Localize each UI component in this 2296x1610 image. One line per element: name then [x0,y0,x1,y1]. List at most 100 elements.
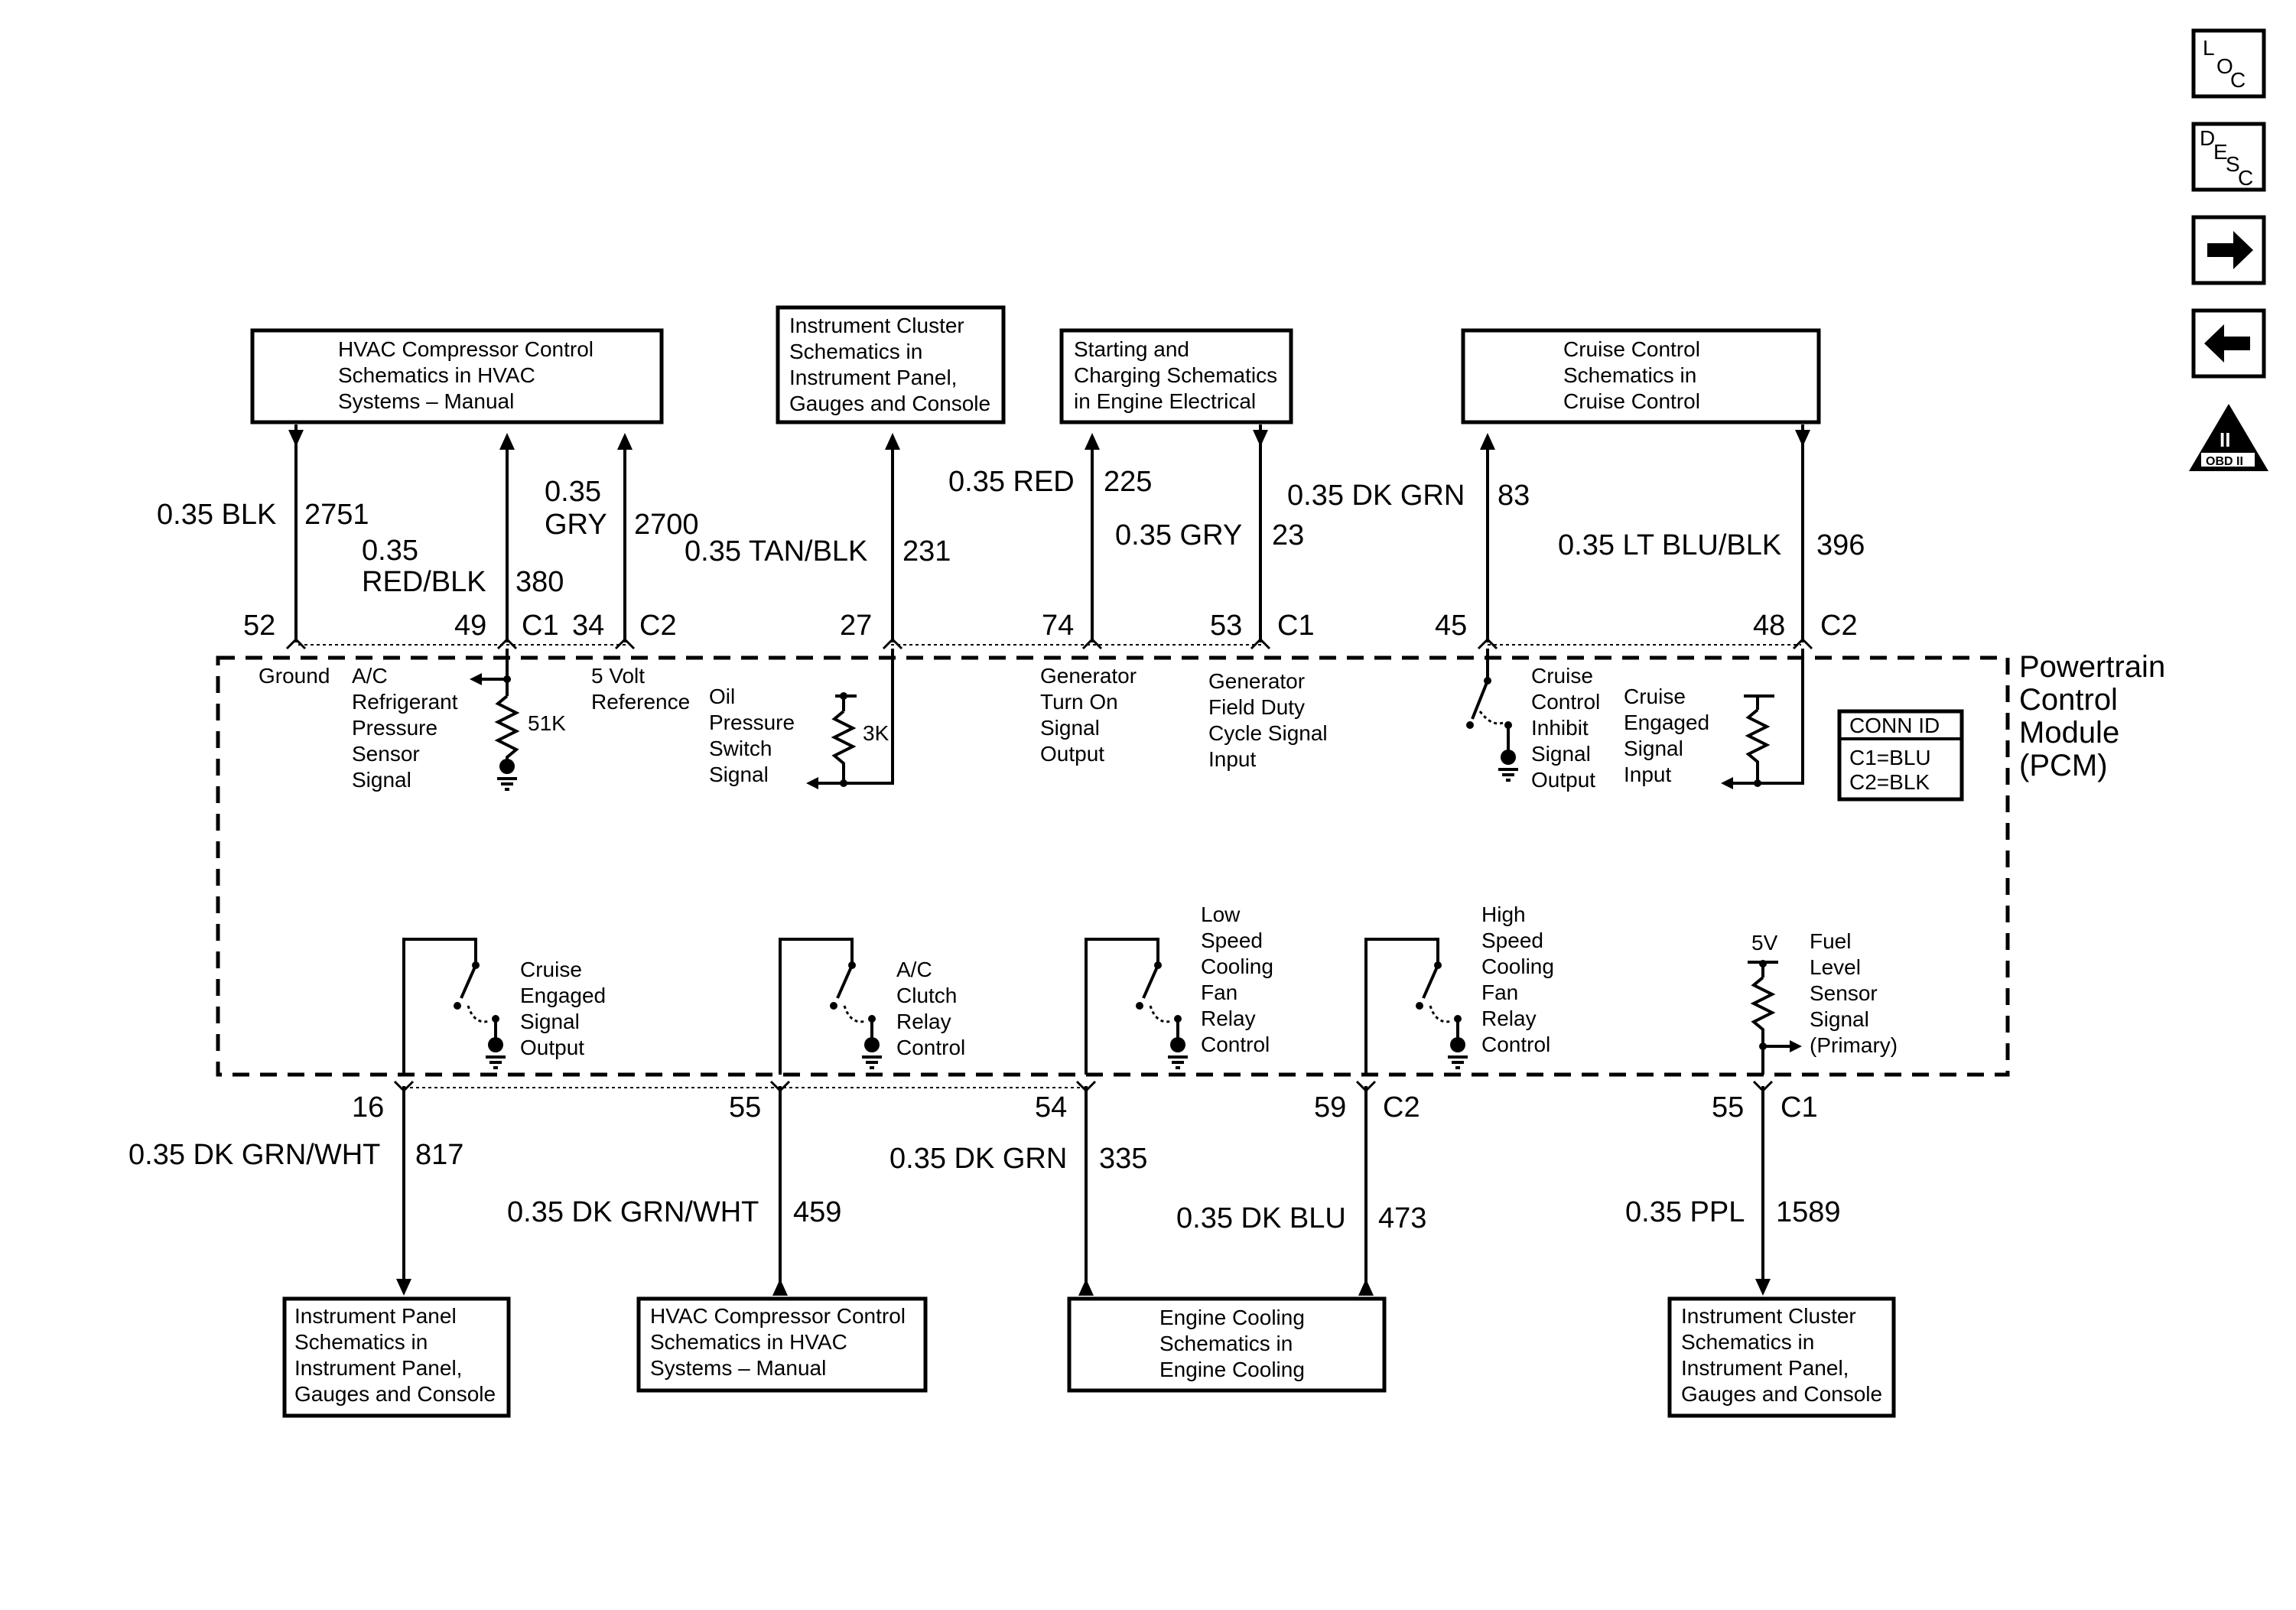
svg-text:Engine Cooling: Engine Cooling [1159,1306,1305,1329]
svg-text:55: 55 [729,1091,761,1124]
svg-text:23: 23 [1272,519,1304,551]
svg-text:Cruise: Cruise [1624,685,1686,708]
svg-text:Systems – Manual: Systems – Manual [338,389,514,413]
arrow-right-icon [2207,231,2253,269]
svg-text:HVAC Compressor Control: HVAC Compressor Control [650,1304,906,1328]
svg-text:Reference: Reference [591,690,690,714]
svg-text:A/C: A/C [896,958,932,981]
wire-1589: 55 C1 0.35 PPL 1589 [1625,1080,1841,1296]
wire-817: 16 0.35 DK GRN/WHT 817 [128,1080,463,1296]
svg-text:Field Duty: Field Duty [1208,695,1305,719]
svg-text:Signal: Signal [1810,1007,1869,1031]
svg-text:231: 231 [902,535,951,568]
cruise-engaged-input-circuit: Cruise Engaged Signal Input [1624,649,1804,789]
svg-text:0.35 DK GRN/WHT: 0.35 DK GRN/WHT [507,1196,759,1228]
svg-text:Output: Output [1040,742,1104,766]
top-box-cruise-control[interactable]: Cruise Control Schematics in Cruise Cont… [1461,328,1821,424]
svg-text:Signal: Signal [1624,737,1683,760]
svg-text:380: 380 [515,566,564,598]
svg-text:C1=BLU: C1=BLU [1849,746,1931,769]
svg-text:in Engine Electrical: in Engine Electrical [1074,389,1256,413]
svg-text:Pressure: Pressure [352,716,437,740]
low-speed-fan-relay-circuit: Low Speed Cooling Fan Relay Control [1085,903,1273,1075]
svg-text:Schematics in HVAC: Schematics in HVAC [650,1330,847,1354]
svg-text:0.35 DK GRN: 0.35 DK GRN [889,1143,1067,1175]
svg-text:HVAC Compressor Control: HVAC Compressor Control [338,337,594,361]
obd-ii-icon[interactable]: II OBD II [2189,404,2268,471]
svg-text:34: 34 [572,610,604,642]
svg-text:C2: C2 [639,610,677,642]
svg-text:0.35 DK BLU: 0.35 DK BLU [1176,1202,1346,1234]
svg-text:Fan: Fan [1481,981,1518,1004]
svg-text:C1: C1 [1277,610,1315,642]
svg-text:0.35 BLK: 0.35 BLK [157,499,276,531]
svg-text:Generator: Generator [1208,669,1305,693]
svg-text:Speed: Speed [1201,929,1263,952]
svg-text:54: 54 [1035,1091,1067,1124]
svg-text:Schematics in: Schematics in [1159,1332,1293,1355]
svg-text:C2: C2 [1383,1091,1420,1124]
svg-text:Inhibit: Inhibit [1531,716,1589,740]
svg-text:51K: 51K [528,711,566,735]
svg-text:Instrument Cluster: Instrument Cluster [1681,1304,1856,1328]
top-box-instrument-cluster[interactable]: Instrument Cluster Schematics in Instrum… [776,305,1006,424]
svg-text:Cooling: Cooling [1201,955,1273,978]
svg-text:0.35 DK GRN/WHT: 0.35 DK GRN/WHT [128,1139,380,1171]
bottom-box-instrument-cluster[interactable]: Instrument Cluster Schematics in Instrum… [1667,1296,1896,1418]
svg-text:Cruise Control: Cruise Control [1563,337,1700,361]
five-volt-reference-label: 5 Volt Reference [591,664,690,714]
pcm-boundary [216,655,2010,1077]
svg-text:0.35 DK GRN: 0.35 DK GRN [1287,480,1465,512]
svg-text:Pressure: Pressure [709,711,795,734]
svg-text:Refrigerant: Refrigerant [352,690,458,714]
svg-text:55: 55 [1712,1091,1744,1124]
svg-text:Control: Control [896,1036,965,1059]
top-box-hvac-compressor[interactable]: HVAC Compressor Control Schematics in HV… [250,328,664,424]
svg-text:0.35 PPL: 0.35 PPL [1625,1196,1745,1228]
svg-text:Fan: Fan [1201,981,1237,1004]
svg-text:Control: Control [1201,1033,1270,1056]
svg-text:Signal: Signal [709,763,769,786]
svg-text:74: 74 [1042,610,1074,642]
svg-text:2751: 2751 [304,499,369,531]
svg-text:Level: Level [1810,955,1861,979]
svg-text:48: 48 [1753,610,1785,642]
svg-text:C1: C1 [1781,1091,1818,1124]
svg-text:Systems – Manual: Systems – Manual [650,1356,826,1380]
svg-text:Instrument Panel,: Instrument Panel, [1681,1356,1849,1380]
bottom-box-instrument-panel[interactable]: Instrument Panel Schematics in Instrumen… [282,1296,511,1418]
svg-text:0.35 RED: 0.35 RED [948,466,1075,498]
svg-text:Charging Schematics: Charging Schematics [1074,363,1277,387]
svg-text:C2: C2 [1820,610,1858,642]
location-nav-button[interactable]: L O C [2191,28,2266,99]
svg-text:Engaged: Engaged [1624,711,1709,734]
svg-text:0.35: 0.35 [362,535,418,567]
svg-text:Gauges and Console: Gauges and Console [789,392,990,415]
svg-text:83: 83 [1498,480,1530,512]
svg-text:3K: 3K [863,721,889,745]
svg-text:Turn On: Turn On [1040,690,1118,714]
bottom-box-engine-cooling[interactable]: Engine Cooling Schematics in Engine Cool… [1067,1296,1387,1393]
svg-text:Relay: Relay [1201,1007,1256,1030]
generator-turn-on-label: Generator Turn On Signal Output [1040,664,1137,766]
description-nav-button[interactable]: D E S C [2191,122,2266,192]
svg-text:473: 473 [1378,1202,1426,1234]
prev-arrow-button[interactable] [2191,308,2266,379]
svg-text:II: II [2220,428,2230,451]
wire-2751: 0.35 BLK 2751 52 [157,424,369,650]
svg-text:Cruise: Cruise [1531,664,1593,688]
top-box-starting-charging[interactable]: Starting and Charging Schematics in Engi… [1059,328,1293,424]
svg-text:Schematics in: Schematics in [789,340,922,363]
wire-380: 0.35 RED/BLK 380 49 C1 [362,433,564,650]
fuel-level-sensor-circuit: 5V Fuel Level Sensor Signal (Primary) [1748,929,1898,1075]
svg-text:Signal: Signal [352,768,411,792]
next-arrow-button[interactable] [2191,215,2266,285]
svg-text:E: E [2213,140,2228,164]
svg-text:Clutch: Clutch [896,984,957,1007]
wire-231: 0.35 TAN/BLK 231 27 [685,433,951,650]
wire-83: 0.35 DK GRN 83 45 [1287,433,1530,650]
svg-text:16: 16 [352,1091,384,1124]
svg-text:Output: Output [520,1036,584,1059]
bottom-box-hvac-compressor[interactable]: HVAC Compressor Control Schematics in HV… [636,1296,928,1393]
